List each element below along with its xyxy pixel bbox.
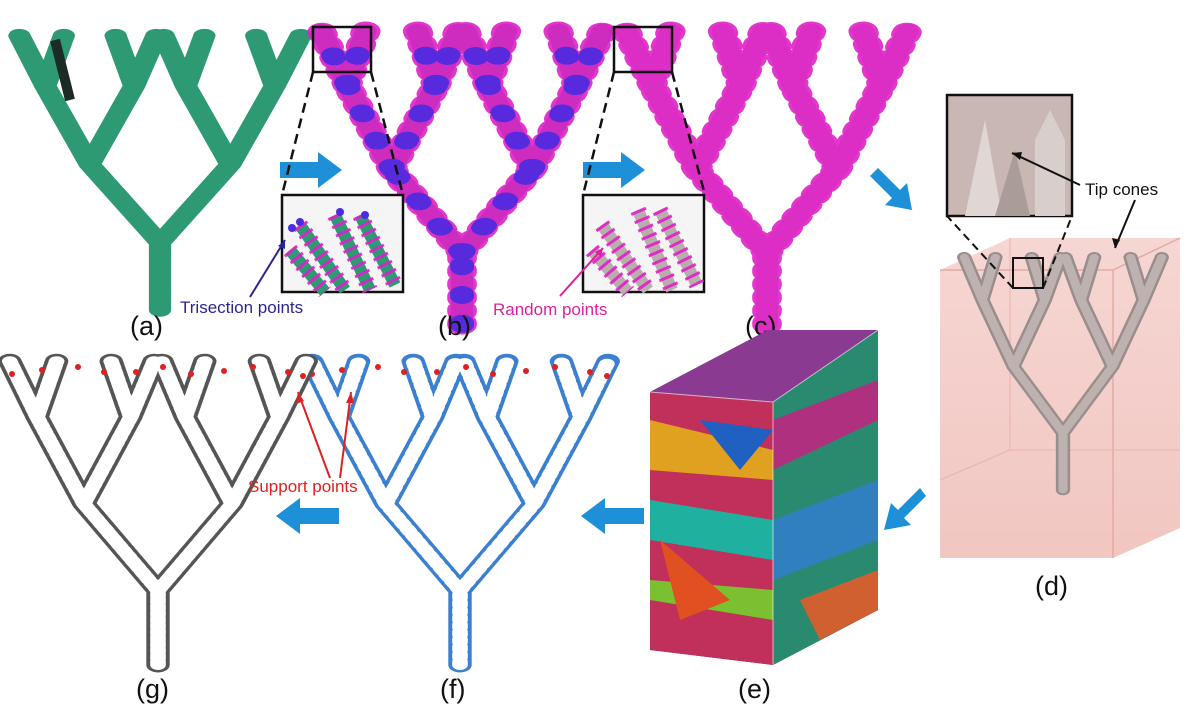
panel-label-e: (e) — [738, 674, 771, 704]
panel-e-mesh-block — [649, 329, 879, 665]
panel-label-f: (f) — [440, 674, 465, 704]
arrow-a-to-b — [280, 152, 342, 188]
support-points-label: Support points — [248, 477, 358, 496]
zoom-inset-c — [581, 193, 706, 298]
panel-a-tree — [19, 36, 300, 310]
panel-label-g: (g) — [136, 674, 169, 704]
panel-g-support-points — [9, 364, 306, 379]
trisection-points-label: Trisection points — [180, 298, 303, 317]
zoom-lines-c — [581, 71, 707, 196]
arrow-f-to-g — [276, 498, 339, 534]
zoom-inset-d — [945, 93, 1074, 218]
panel-f-tree — [312, 361, 608, 665]
zoom-box-c — [612, 25, 674, 74]
random-pointer — [559, 247, 604, 297]
zoom-lines-d — [946, 215, 1073, 289]
support-pointers — [297, 391, 352, 479]
zoom-box-b — [311, 25, 373, 74]
arrow-d-to-e — [884, 488, 926, 530]
panel-d-box — [939, 237, 1181, 558]
arrow-b-to-c — [583, 152, 645, 188]
zoom-lines-b — [280, 71, 405, 196]
zoom-box-d — [1012, 257, 1044, 289]
tip-cones-label: Tip cones — [1085, 180, 1158, 199]
panel-label-b: (b) — [438, 311, 471, 341]
trisection-pointer — [249, 239, 286, 298]
panel-g-tree — [10, 361, 306, 665]
arrow-e-to-f — [581, 498, 644, 534]
zoom-inset-b — [280, 193, 405, 298]
panel-label-a: (a) — [130, 311, 163, 341]
panel-label-d: (d) — [1035, 571, 1068, 601]
random-points-label: Random points — [493, 300, 607, 319]
arrow-c-to-d — [870, 168, 912, 210]
